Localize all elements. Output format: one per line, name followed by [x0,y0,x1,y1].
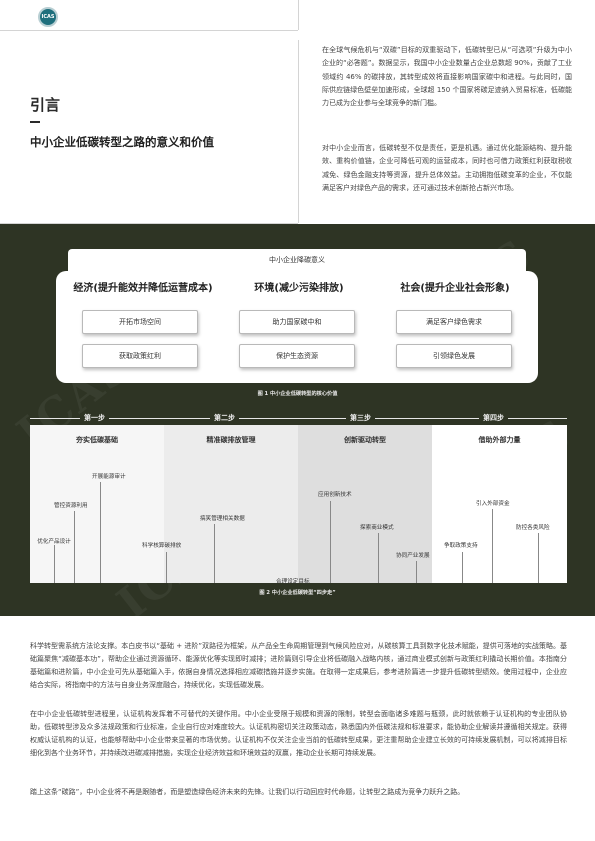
milestone-line [330,501,331,583]
fig1-item: 满足客户绿色需求 [396,310,512,334]
figure-band: ICAS ICAS ICAS ICAS 中小企业降碳意义 经济(提升能效并降低运… [0,224,595,616]
milestone-label: 合理设定目标 [276,579,310,585]
fig2-column-title: 精准碳排放管理 [206,436,256,444]
top-rule [0,30,298,31]
fig2-column-title: 借助外部力量 [478,436,521,444]
milestone-label: 科学核算碳排放 [142,543,182,549]
fig1-column-title: 经济(提升能效并降低运营成本) [73,283,213,294]
milestone-label: 搞笑管理相关数据 [200,516,245,522]
intro-paragraph-1: 在全球气候危机与“双碳”目标的双重驱动下，低碳转型已从“可选项”升级为中小企业的… [322,46,572,108]
top-rule-bottom [0,223,298,224]
fig1-header: 中小企业降碳意义 [68,249,526,271]
fig2-caption: 图 2 中小企业低碳转型“四步走” [259,590,336,596]
milestone-line [378,533,379,583]
milestone-label: 开展能源审计 [92,474,126,480]
body-paragraph-1: 科学转型需系统方法论支撑。本白皮书以“基础 + 进阶”双路径为框架，从产品全生命… [30,642,567,690]
fig2-chart: 夯实低碳基础 精准碳排放管理 创新驱动转型 借助外部力量 优化产品设计 管控资源… [30,425,567,591]
milestone-line [416,561,417,583]
section-subtitle: 中小企业低碳转型之路的意义和价值 [30,135,214,149]
milestone-line [462,552,463,583]
fig2-column-title: 创新驱动转型 [344,436,386,444]
fig1-item: 开拓市场空间 [82,310,198,334]
milestone-label: 管控资源利用 [54,503,88,509]
fig1-item: 保护生态资源 [239,344,355,368]
fig2-column-bg [298,425,432,583]
milestone-label: 应用创新技术 [318,492,352,498]
milestone-label: 协同产业发展 [396,553,430,559]
body-paragraph-3: 踏上这条“碳路”，中小企业将不再是跟随者，而是塑造绿色经济未来的先锋。让我们以行… [30,788,465,796]
milestone-line [298,590,299,591]
step-timeline [30,418,567,419]
fig1-item: 助力国家碳中和 [239,310,355,334]
milestone-line [74,511,75,583]
step-label: 第一步 [80,413,109,423]
fig2-column-bg [432,425,567,583]
milestone-line [538,533,539,583]
milestone-line [100,482,101,583]
step-label: 第二步 [210,413,239,423]
milestone-label: 探索商业模式 [360,525,394,531]
milestone-label: 防控各类风险 [516,525,550,531]
milestone-line [492,509,493,583]
section-title: 引言 [30,96,61,114]
fig2-column-bg [30,425,164,583]
fig1-item: 引领绿色发展 [396,344,512,368]
milestone-label: 优化产品设计 [37,539,71,545]
top-divider-right [298,40,299,223]
milestone-line [214,524,215,583]
milestone-label: 争取政策支持 [444,543,478,549]
top-divider-left [298,0,299,30]
milestone-line [54,545,55,583]
fig1-item: 获取政策红利 [82,344,198,368]
milestone-line [166,552,167,583]
body-paragraph-2: 在中小企业低碳转型进程里，认证机构发挥着不可替代的关键作用。中小企业受限于规模和… [30,710,567,758]
fig1-column-title: 环境(减少污染排放) [254,283,344,294]
icas-logo: ICAS [38,7,58,27]
step-label: 第四步 [479,413,508,423]
title-dash [30,121,40,123]
fig2-column-title: 夯实低碳基础 [76,436,118,444]
intro-paragraph-2: 对中小企业而言，低碳转型不仅是责任，更是机遇。通过优化能源结构、提升能效、重构价… [322,144,572,192]
step-label: 第三步 [346,413,375,423]
milestone-label: 引入外部资金 [476,501,510,507]
fig2-column-bg [164,425,298,583]
fig1-caption: 图 1 中小企业低碳转型的核心价值 [257,391,338,397]
fig1-column-title: 社会(提升企业社会形象) [400,283,510,294]
